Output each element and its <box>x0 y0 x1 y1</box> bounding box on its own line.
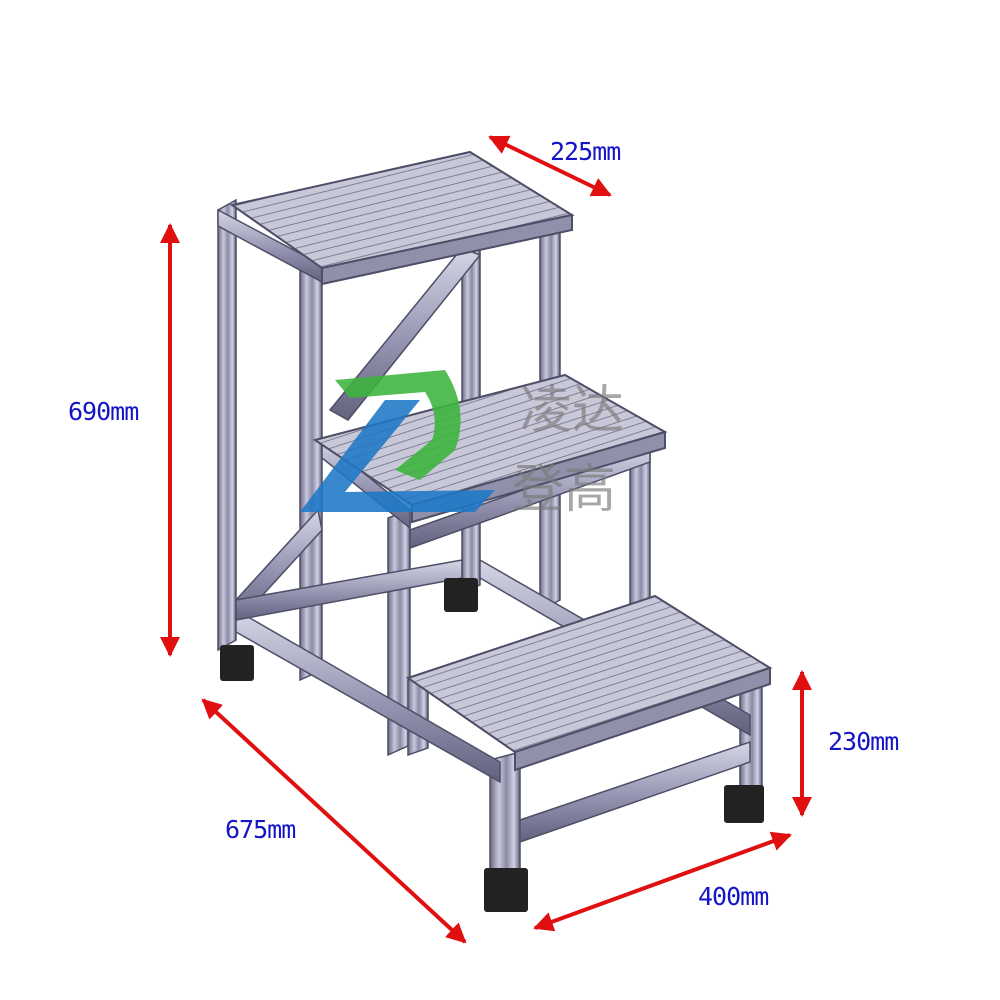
arrow-length <box>201 698 467 944</box>
arrow-top-depth <box>488 135 612 197</box>
foot-front-right <box>724 785 764 823</box>
feet <box>220 578 764 912</box>
label-height: 690mm <box>68 397 138 426</box>
top-tread-edge <box>321 213 573 286</box>
dimension-labels: 225mm 690mm 230mm 675mm 400mm <box>68 137 899 911</box>
label-width: 400mm <box>698 882 768 911</box>
front-left-post <box>299 256 323 682</box>
arrow-width <box>533 831 792 932</box>
watermark-logo: 凌达 登高 <box>300 370 624 520</box>
foot-front-left <box>484 868 528 912</box>
logo-blue-shape <box>300 400 495 512</box>
foot-back-left <box>220 645 254 681</box>
foot-back-right <box>444 578 478 612</box>
dimension-arrows <box>160 135 812 944</box>
label-top-depth: 225mm <box>550 137 620 166</box>
label-bottom-height: 230mm <box>828 727 898 756</box>
diagonal-brace <box>328 247 482 421</box>
bottom-tread-edge <box>514 666 771 772</box>
ladder-frame <box>217 198 763 879</box>
front-bottom-rail <box>519 740 751 844</box>
logo-green-shape <box>335 370 461 480</box>
watermark-line2: 登高 <box>512 460 616 520</box>
back-left-post <box>217 198 237 652</box>
treads <box>229 150 773 772</box>
watermark-line1: 凌达 <box>520 381 624 441</box>
label-length: 675mm <box>225 815 295 844</box>
